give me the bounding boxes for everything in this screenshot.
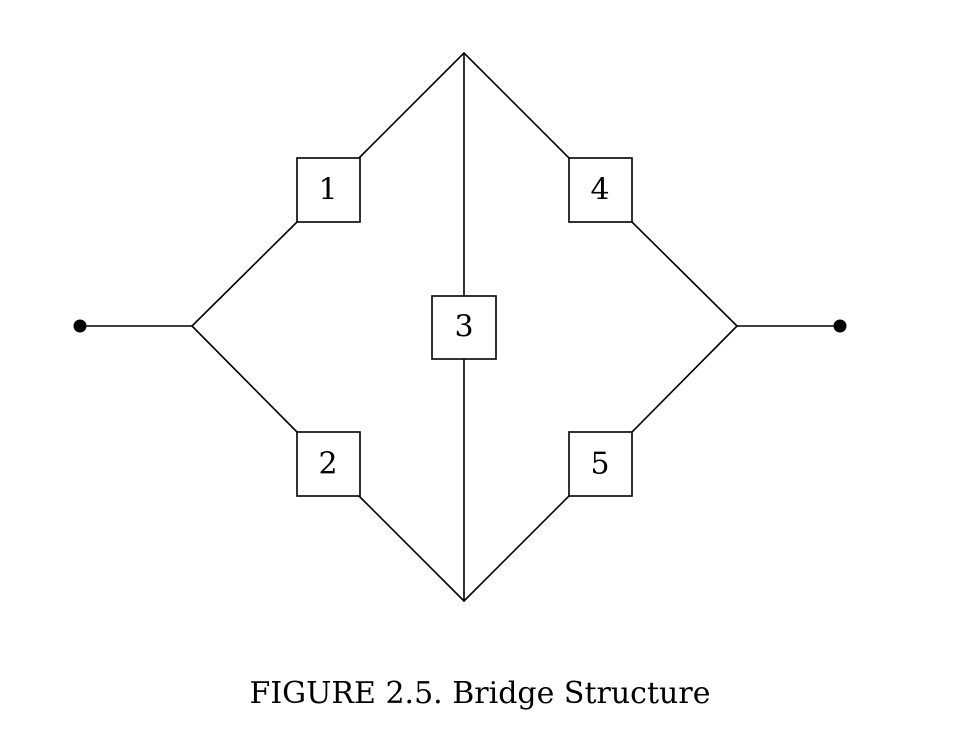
component-1: 1 bbox=[296, 157, 361, 223]
component-3-box bbox=[431, 295, 497, 360]
wire-component-2-to-bottom bbox=[358, 495, 465, 602]
component-5-label: 5 bbox=[590, 447, 609, 482]
component-4: 4 bbox=[568, 157, 633, 223]
input-terminal bbox=[73, 319, 87, 333]
component-1-box bbox=[296, 157, 361, 223]
component-3: 3 bbox=[431, 295, 497, 360]
wire-left-to-component-2 bbox=[191, 325, 298, 433]
output-terminal bbox=[833, 319, 847, 333]
wire-bottom-to-component-5 bbox=[463, 495, 570, 602]
component-5-box bbox=[568, 431, 633, 497]
component-2-label: 2 bbox=[318, 447, 337, 482]
wire-left-to-component-1 bbox=[191, 221, 298, 327]
wire-component-1-to-top bbox=[358, 52, 465, 159]
component-2: 2 bbox=[296, 431, 361, 497]
component-4-label: 4 bbox=[590, 173, 609, 208]
wire-component-5-to-right bbox=[631, 325, 738, 433]
wire-top-to-component-4 bbox=[463, 52, 570, 159]
component-2-box bbox=[296, 431, 361, 497]
wire-component-4-to-right bbox=[631, 221, 738, 327]
component-1-label: 1 bbox=[318, 173, 337, 208]
figure-caption: FIGURE 2.5. Bridge Structure bbox=[249, 676, 711, 711]
component-3-label: 3 bbox=[454, 310, 473, 345]
component-5: 5 bbox=[568, 431, 633, 497]
component-4-box bbox=[568, 157, 633, 223]
